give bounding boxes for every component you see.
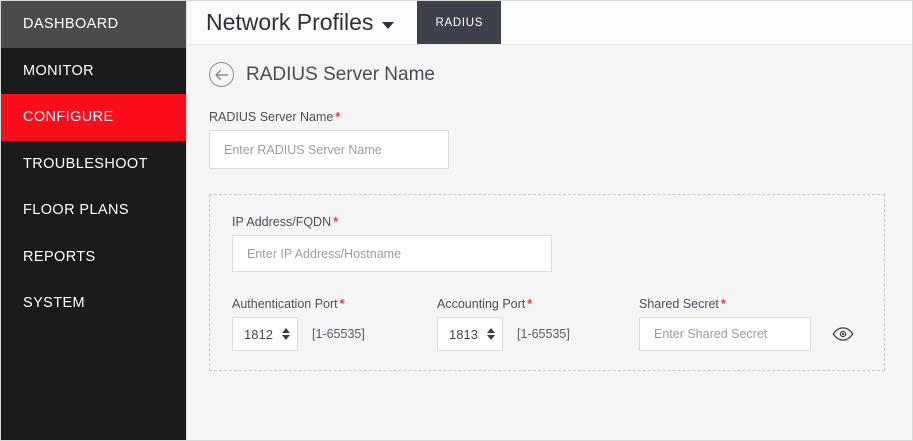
page-title: Network Profiles [206,9,374,35]
label-text: RADIUS Server Name [209,110,334,124]
sidebar: DASHBOARD MONITOR CONFIGURE TROUBLESHOOT… [1,1,186,440]
sidebar-item-reports[interactable]: REPORTS [1,234,186,281]
sidebar-item-label: CONFIGURE [23,109,114,126]
acct-port-stepper[interactable]: 1813 [437,317,503,351]
arrow-left-circle-icon[interactable] [209,62,234,87]
radius-server-details-box: IP Address/FQDN* Authentication Port* 18… [209,194,885,371]
sidebar-item-label: MONITOR [23,62,95,79]
label-text: Accounting Port [437,297,526,311]
spinner-down-icon[interactable] [487,335,495,340]
required-asterisk: * [335,109,341,124]
auth-port-label: Authentication Port* [232,296,437,311]
sidebar-item-floor-plans[interactable]: FLOOR PLANS [1,187,186,234]
ip-address-label: IP Address/FQDN* [232,214,884,229]
label-text: IP Address/FQDN [232,215,332,229]
auth-port-range-hint: [1-65535] [312,327,365,341]
spinner-down-icon[interactable] [282,335,290,340]
ip-address-input[interactable] [232,235,552,272]
tab-label: RADIUS [435,16,484,29]
auth-port-stepper[interactable]: 1812 [232,317,298,351]
label-text: Shared Secret [639,297,719,311]
spinner-arrows-icon[interactable] [282,328,290,340]
sidebar-item-label: FLOOR PLANS [23,202,129,219]
ports-row: Authentication Port* 1812 [1-65535] [232,296,884,351]
chevron-down-icon [382,22,395,29]
sidebar-item-configure[interactable]: CONFIGURE [1,94,186,141]
required-asterisk: * [333,214,339,229]
eye-icon[interactable] [832,327,854,341]
required-asterisk: * [339,296,345,311]
sidebar-item-dashboard[interactable]: DASHBOARD [1,1,186,48]
content-pane: Network Profiles RADIUS RADIUS Server Na… [186,1,912,440]
acct-port-label: Accounting Port* [437,296,639,311]
label-text: Authentication Port [232,297,338,311]
spinner-up-icon[interactable] [487,328,495,333]
server-name-label: RADIUS Server Name* [209,109,912,124]
topbar: Network Profiles RADIUS [187,1,912,45]
subheader: RADIUS Server Name [187,45,912,87]
radius-server-form: RADIUS Server Name* IP Address/FQDN* [187,87,912,440]
auth-port-value: 1812 [244,326,273,342]
sidebar-item-label: SYSTEM [23,295,86,312]
server-name-input[interactable] [209,130,449,169]
page-title-dropdown[interactable]: Network Profiles [187,1,395,44]
spinner-up-icon[interactable] [282,328,290,333]
spinner-arrows-icon[interactable] [487,328,495,340]
tab-radius[interactable]: RADIUS [417,1,502,44]
acct-port-field-group: Accounting Port* 1813 [1-65535] [437,296,639,351]
acct-port-range-hint: [1-65535] [517,327,570,341]
shared-secret-label: Shared Secret* [639,296,854,311]
sidebar-item-system[interactable]: SYSTEM [1,280,186,327]
shared-secret-line [639,317,854,351]
sidebar-item-label: DASHBOARD [23,16,119,33]
acct-port-value: 1813 [449,326,478,342]
sidebar-item-label: REPORTS [23,248,96,265]
tab-bar: RADIUS [417,1,502,44]
ip-address-field-group: IP Address/FQDN* [232,214,884,272]
auth-port-field-group: Authentication Port* 1812 [1-65535] [232,296,437,351]
sidebar-item-label: TROUBLESHOOT [23,155,148,172]
section-title: RADIUS Server Name [246,63,435,85]
sidebar-item-monitor[interactable]: MONITOR [1,48,186,95]
shared-secret-input[interactable] [639,317,811,351]
shared-secret-field-group: Shared Secret* [639,296,854,351]
acct-port-line: 1813 [1-65535] [437,317,639,351]
required-asterisk: * [527,296,533,311]
server-name-field-group: RADIUS Server Name* [209,109,912,169]
required-asterisk: * [720,296,726,311]
auth-port-line: 1812 [1-65535] [232,317,437,351]
sidebar-item-troubleshoot[interactable]: TROUBLESHOOT [1,141,186,188]
